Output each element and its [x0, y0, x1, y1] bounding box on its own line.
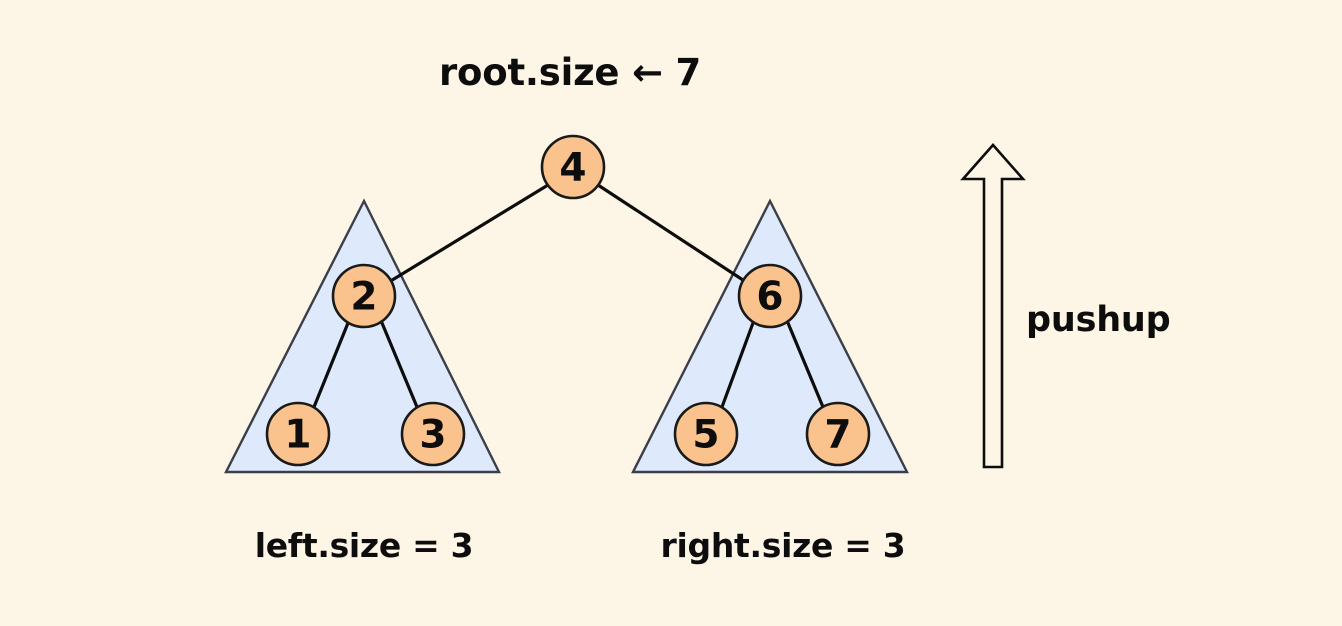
- edge-left-2-to-1: [312, 321, 350, 409]
- node-circle-left-3: [400, 401, 466, 467]
- node-circle-right-6: [737, 263, 803, 329]
- edge-right-6-to-5: [720, 321, 755, 409]
- node-label-right-5: 5: [692, 413, 719, 458]
- edge-left-2-to-3: [380, 321, 419, 409]
- pushup-label: pushup: [1026, 300, 1171, 340]
- node-circle-right-7: [805, 401, 871, 467]
- node-circle-right-5: [673, 401, 739, 467]
- tree-node-right-6[interactable]: 6: [737, 263, 803, 329]
- node-label-left-3: 3: [419, 413, 446, 458]
- node-circle-root: [540, 134, 606, 200]
- left-subtree-caption: left.size = 3: [255, 526, 474, 565]
- tree-node-left-2[interactable]: 2: [331, 263, 397, 329]
- node-circle-left-1: [265, 401, 331, 467]
- node-circle-left-2: [331, 263, 397, 329]
- right-subtree-caption: right.size = 3: [661, 526, 906, 565]
- tree-node-right-7[interactable]: 7: [805, 401, 871, 467]
- edge-right-6-to-7: [786, 321, 825, 409]
- pushup-arrow-icon: [960, 143, 1026, 469]
- node-label-root: 4: [559, 146, 586, 191]
- node-label-right-6: 6: [756, 275, 783, 320]
- tree-node-left-3[interactable]: 3: [400, 401, 466, 467]
- page-title: root.size ← 7: [439, 51, 701, 94]
- node-label-right-7: 7: [824, 413, 851, 458]
- tree-node-root[interactable]: 4: [540, 134, 606, 200]
- edge-root-to-left: [387, 183, 550, 284]
- tree-node-right-5[interactable]: 5: [673, 401, 739, 467]
- tree-node-left-1[interactable]: 1: [265, 401, 331, 467]
- node-label-left-1: 1: [284, 413, 311, 458]
- edge-root-to-right: [596, 183, 748, 284]
- node-label-left-2: 2: [350, 275, 377, 320]
